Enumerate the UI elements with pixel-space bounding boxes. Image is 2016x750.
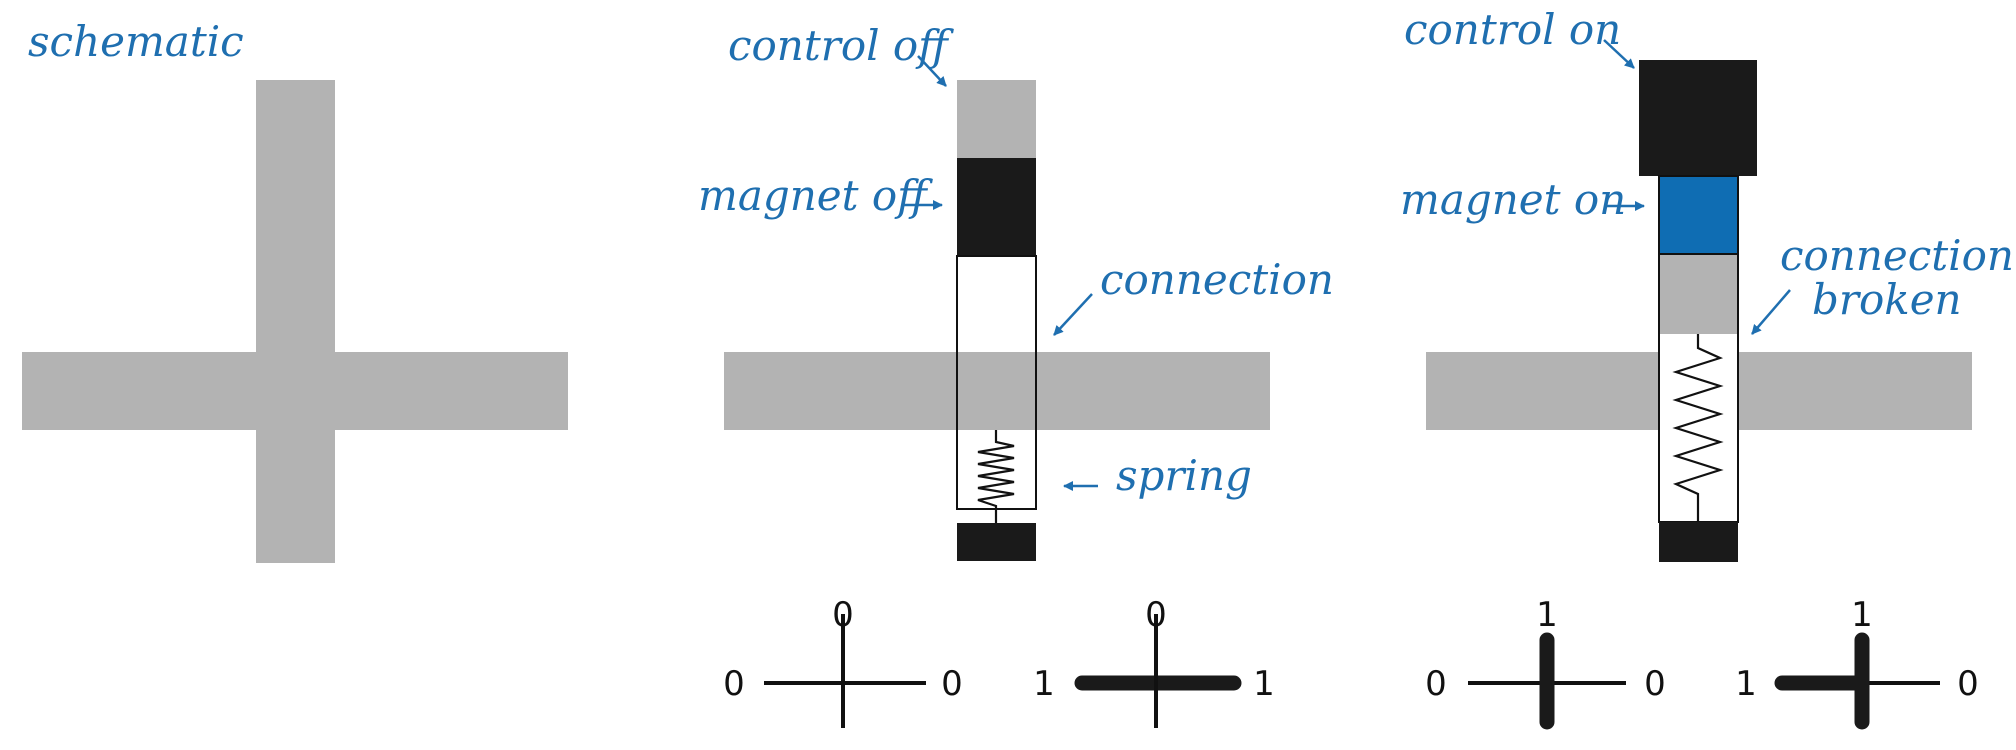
schematic-panel: schematic: [22, 17, 568, 563]
connection-broken-label-line1: connection: [1780, 231, 2014, 280]
control-on-arrow: [1603, 39, 1635, 69]
connection-broken-label-line2: broken: [1812, 275, 1962, 324]
switch-symbol-4: 1 1 0: [1735, 595, 1979, 730]
plunger-top: [1659, 254, 1738, 334]
symbol-top-value: 1: [1536, 595, 1558, 635]
relay-on-panel: control on magnet on connection broken: [1400, 5, 2014, 562]
schematic-label: schematic: [28, 17, 244, 66]
connection-arrow: [1053, 293, 1093, 336]
spring-coil: [1672, 334, 1724, 522]
symbol-right-value: 1: [1253, 664, 1275, 704]
wire-overlap: [958, 352, 1035, 430]
vertical-wire: [256, 80, 335, 563]
control-off-label: control off: [728, 21, 954, 70]
base-block: [957, 523, 1036, 561]
control-off-arrow: [917, 55, 947, 87]
switch-symbol-1: 0 0 0: [723, 595, 963, 728]
symbol-top-value: 1: [1851, 595, 1873, 635]
symbol-left-value: 1: [1033, 664, 1055, 704]
magnet-block: [1658, 175, 1739, 255]
symbol-right-value: 0: [941, 664, 963, 704]
switch-symbol-2: 0 1 1: [1033, 595, 1275, 728]
relay-off-panel: control off magnet off connection spring: [698, 21, 1334, 561]
control-block: [1639, 60, 1757, 176]
symbol-top-value: 0: [1145, 595, 1167, 635]
symbol-left-value: 1: [1735, 664, 1757, 704]
connection-label: connection: [1100, 255, 1334, 304]
symbol-right-value: 0: [1957, 664, 1979, 704]
symbol-left-value: 0: [1425, 664, 1447, 704]
symbol-left-value: 0: [723, 664, 745, 704]
control-block: [957, 80, 1036, 158]
magnet-on-label: magnet on: [1400, 175, 1626, 224]
symbol-right-value: 0: [1644, 664, 1666, 704]
spring-coil: [977, 430, 1015, 523]
spring-label: spring: [1116, 451, 1252, 500]
magnet-block: [957, 158, 1036, 256]
connection-broken-arrow: [1751, 289, 1791, 335]
base-block: [1659, 522, 1738, 562]
switch-symbol-3: 1 0 0: [1425, 595, 1666, 730]
control-on-label: control on: [1404, 5, 1621, 54]
symbol-top-value: 0: [832, 595, 854, 635]
magnet-off-label: magnet off: [698, 171, 933, 220]
